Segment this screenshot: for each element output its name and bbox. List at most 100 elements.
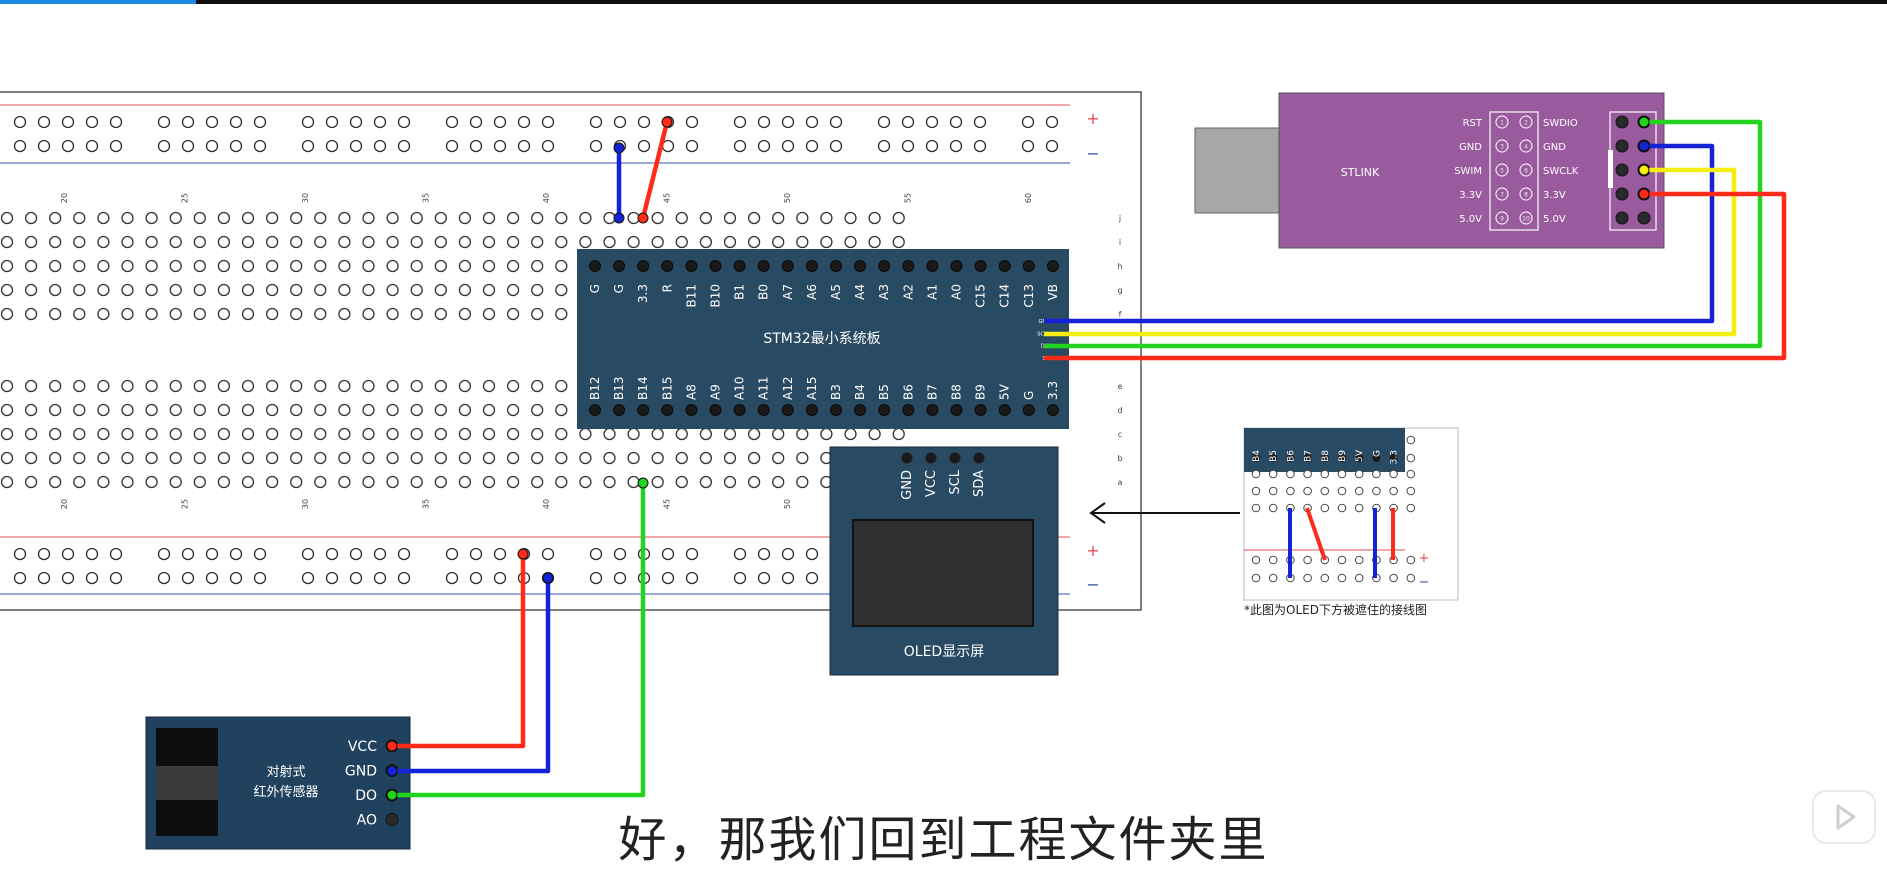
column-label: 30 [301, 193, 310, 203]
rail-hole [109, 571, 123, 585]
breadboard-hole [531, 475, 544, 489]
rail-hole [757, 571, 771, 585]
breadboard-hole [121, 307, 134, 321]
rail-hole [685, 139, 699, 153]
sensor-pin-label: DO [355, 788, 377, 804]
wire-green-stlink-swdio [1044, 119, 1763, 349]
stm32-pin [878, 260, 891, 272]
breadboard-hole [820, 427, 833, 441]
stm32-pin [926, 260, 939, 272]
breadboard-hole [0, 475, 14, 489]
play-button[interactable] [1812, 790, 1876, 844]
breadboard-hole [458, 427, 472, 441]
rail-hole [469, 115, 483, 129]
breadboard-hole [434, 403, 447, 417]
wire-red-stlink-3v3 [1044, 191, 1787, 361]
breadboard-hole [386, 451, 399, 465]
breadboard-hole [675, 475, 688, 489]
rail-hole [85, 547, 99, 561]
breadboard-hole [49, 475, 62, 489]
rail-hole [181, 571, 195, 585]
inset-hole [1337, 486, 1347, 496]
inset-hole [1286, 469, 1295, 479]
breadboard-hole [338, 235, 351, 249]
rail-hole [253, 115, 267, 129]
rail-hole [661, 547, 675, 561]
stm32-pin [805, 404, 818, 416]
breadboard-hole [747, 427, 761, 441]
breadboard-hole [386, 235, 399, 249]
breadboard-hole [482, 235, 496, 249]
row-label: e [1118, 382, 1123, 391]
breadboard-hole [699, 475, 713, 489]
wire-end [1638, 140, 1650, 152]
rail-hole [397, 547, 411, 561]
rail-hole [349, 571, 363, 585]
breadboard-hole [97, 211, 110, 225]
rail-hole [109, 115, 123, 129]
breadboard-hole [458, 235, 472, 249]
breadboard-hole [241, 475, 255, 489]
stm32-pin-label: B7 [925, 384, 939, 400]
stm32-pin-label: A1 [925, 284, 939, 300]
breadboard-hole [314, 283, 327, 297]
breadboard-hole [844, 427, 857, 441]
rail-hole [157, 547, 171, 561]
breadboard-hole [555, 379, 568, 393]
breadboard-hole [772, 235, 785, 249]
rail-hole [829, 139, 843, 153]
inset-pin-label: 3.3 [1390, 450, 1400, 464]
breadboard-hole [458, 211, 472, 225]
stm32-pin-label: B8 [950, 384, 964, 400]
breadboard-hole [314, 379, 327, 393]
rail-hole [685, 571, 699, 585]
breadboard-hole [73, 451, 86, 465]
rail-hole [589, 115, 603, 129]
rail-hole [805, 547, 819, 561]
breadboard-hole [0, 379, 14, 393]
breadboard-hole [772, 427, 785, 441]
rail-hole [157, 139, 171, 153]
stm32-pin [1046, 404, 1059, 416]
stlink-header-pin [1615, 139, 1629, 153]
rail-hole [397, 139, 411, 153]
rail-hole [205, 139, 219, 153]
inset-pin-label: B9 [1338, 450, 1348, 462]
breadboard-hole [699, 235, 713, 249]
rail-hole [445, 115, 459, 129]
breadboard-hole [410, 379, 423, 393]
breadboard-hole [145, 403, 158, 417]
breadboard-hole [627, 427, 640, 441]
rail-hole [685, 115, 699, 129]
breadboard-hole [531, 283, 544, 297]
stm32-pin [637, 260, 650, 272]
oled-pin-label: SDA [972, 470, 987, 497]
breadboard-hole [482, 427, 496, 441]
rail-hole [805, 139, 819, 153]
breadboard-hole [49, 451, 62, 465]
stlink-pin-number: 3 [1500, 144, 1504, 151]
breadboard-hole [145, 427, 158, 441]
breadboard-hole [796, 451, 809, 465]
stm32-pin [950, 404, 963, 416]
stm32-pin-label: B13 [612, 376, 626, 400]
stm32-pin-label: A11 [757, 377, 771, 400]
column-label: 25 [181, 499, 190, 509]
stm32-pin-label: A0 [950, 284, 964, 300]
wire-yellow-stlink-swclk [1044, 167, 1737, 337]
breadboard-hole [241, 211, 255, 225]
breadboard-hole [73, 259, 86, 273]
breadboard-hole [217, 403, 231, 417]
breadboard-hole [386, 475, 399, 489]
stlink-pin-number: 6 [1524, 168, 1528, 175]
breadboard-hole [531, 259, 544, 273]
wire-blue-stlink-gnd [1044, 143, 1715, 324]
rail-hole [37, 571, 51, 585]
stm32-pin-label: VB [1046, 284, 1060, 300]
rail-hole [829, 115, 843, 129]
breadboard-hole [265, 403, 279, 417]
inset-pin-label: B8 [1321, 450, 1331, 462]
video-progress-bar[interactable] [0, 0, 197, 4]
breadboard-hole [410, 427, 423, 441]
breadboard-hole [24, 259, 38, 273]
